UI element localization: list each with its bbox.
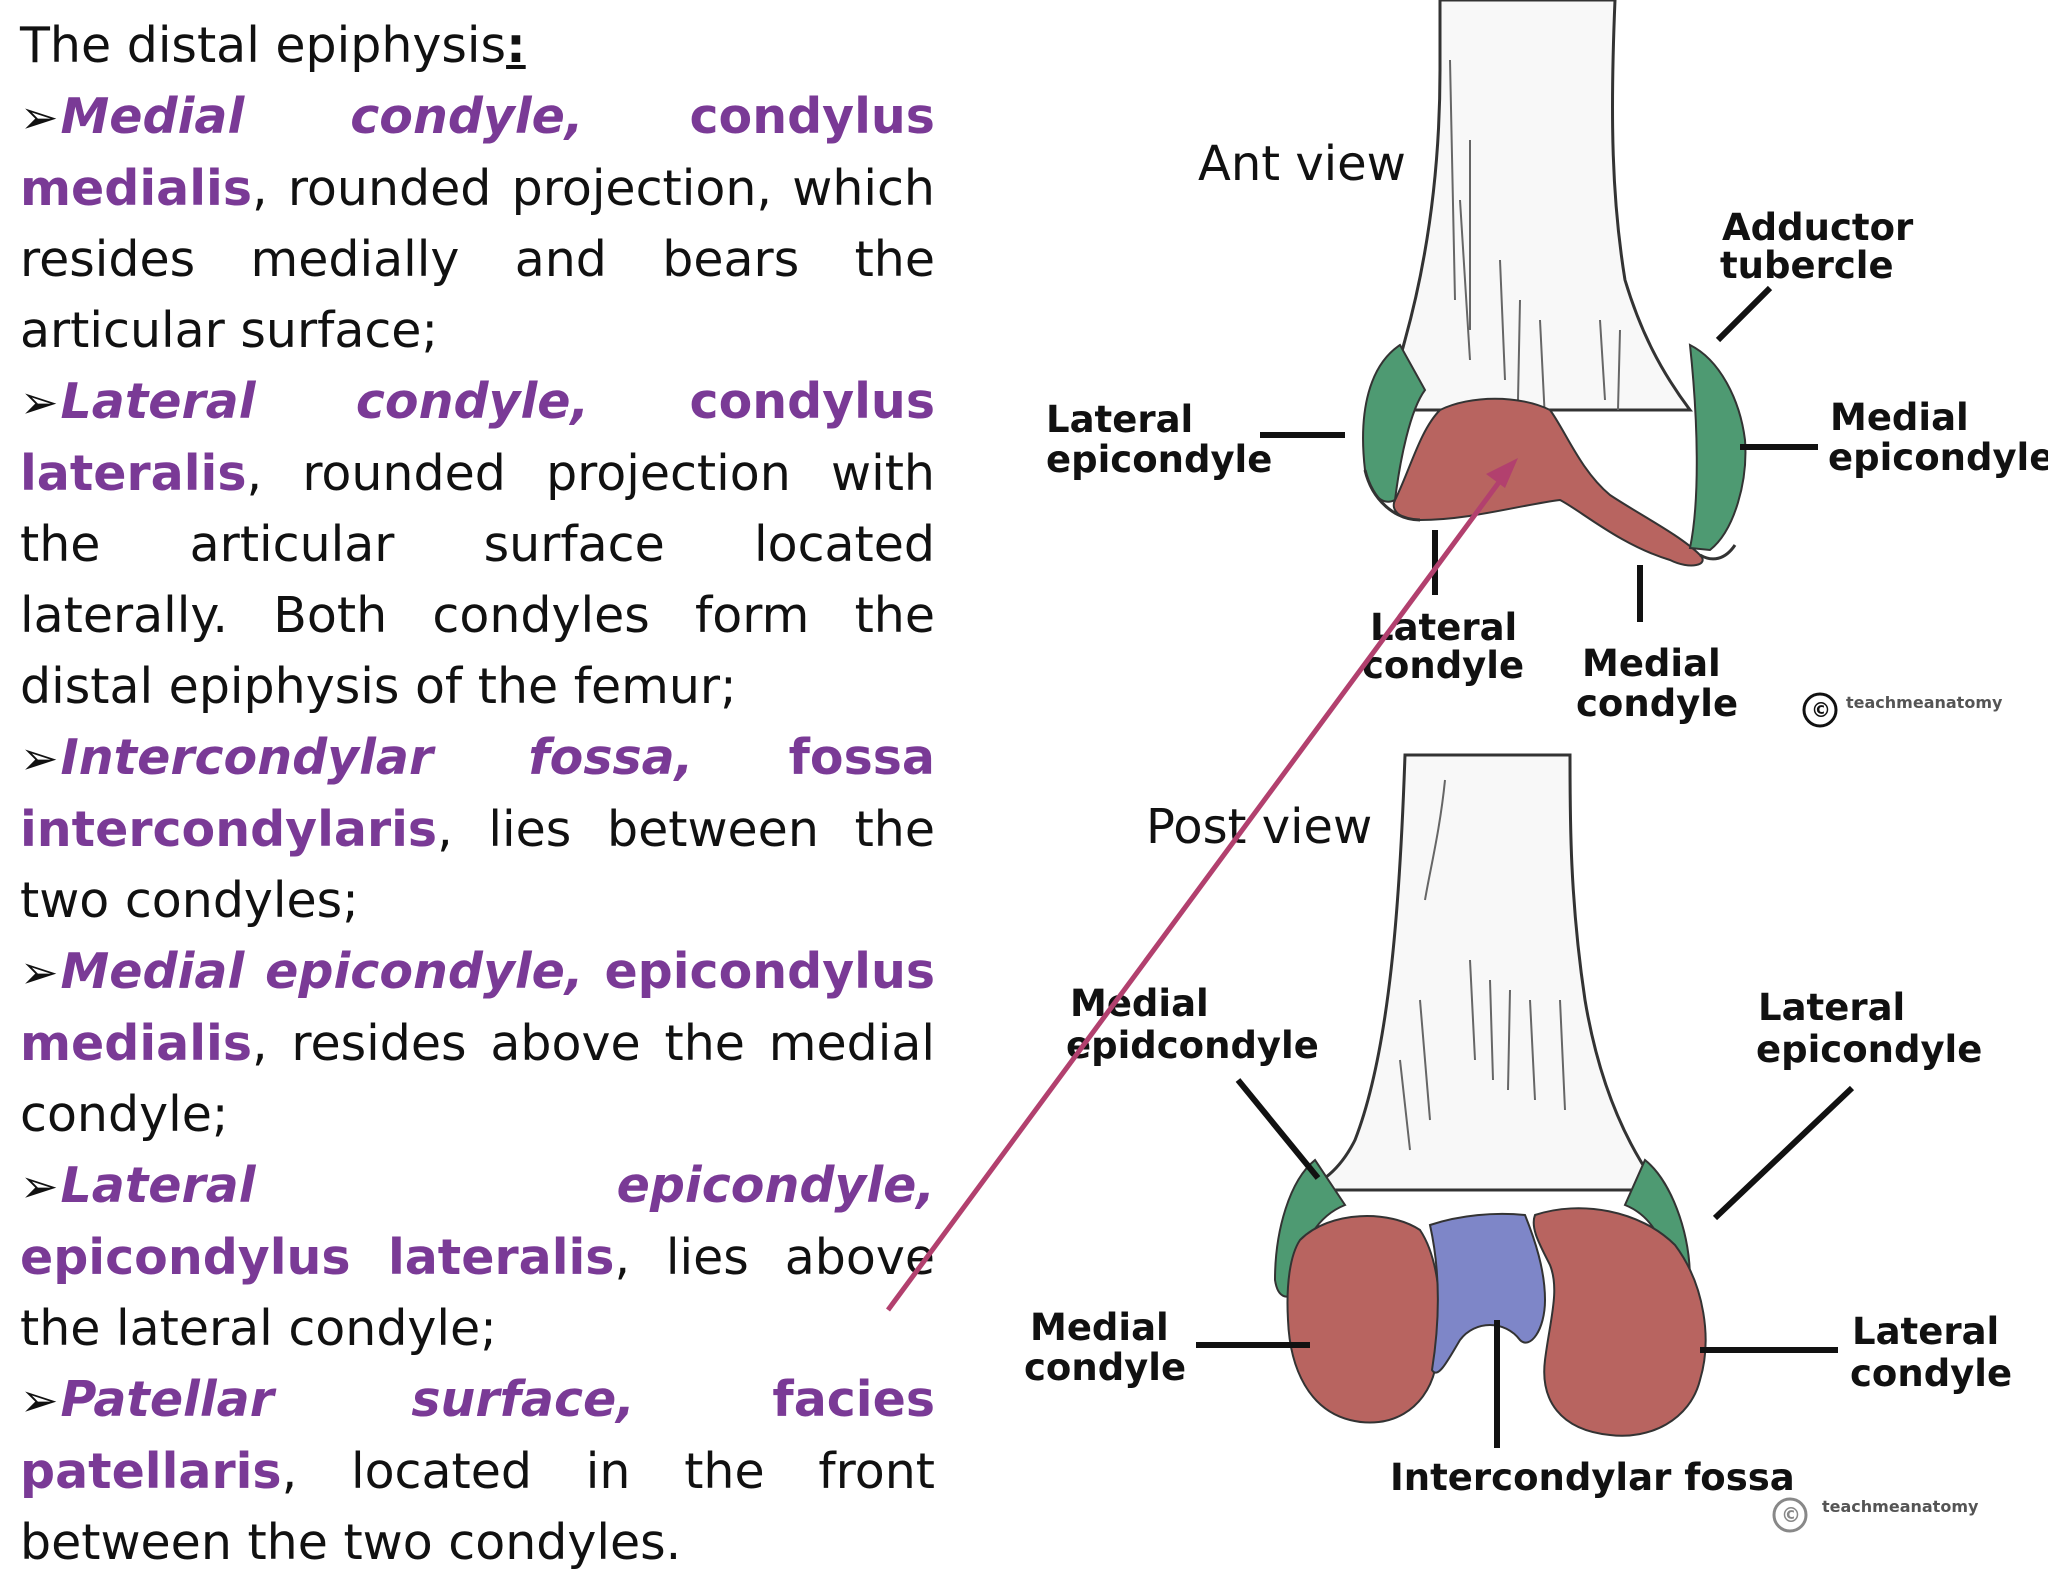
ant-medial-epicondyle xyxy=(1688,343,1747,552)
label-ant-medial-condyle-1: Medial xyxy=(1582,642,1721,685)
item-description: , lies above the lateral condyle; xyxy=(20,1229,935,1357)
label-post-lateral-condyle-2: condyle xyxy=(1850,1352,2012,1395)
label-post-lateral-epicondyle-2: epicondyle xyxy=(1756,1028,1982,1071)
arrow-bullet-icon: ➢ xyxy=(20,945,59,999)
term-latin: condylus lateralis xyxy=(20,373,935,502)
label-post-lateral-epicondyle-1: Lateral xyxy=(1758,986,1905,1029)
item-description: , rounded projection, which resides medi… xyxy=(20,160,935,359)
item-description: , rounded projection with the articular … xyxy=(20,445,935,715)
arrow-bullet-icon: ➢ xyxy=(20,1373,59,1427)
term-separator: , xyxy=(916,1157,935,1214)
copyright-icon: © xyxy=(1811,698,1831,722)
post-shaft-hatching xyxy=(1399,779,1566,1151)
term-latin-en: Medial condyle xyxy=(60,88,565,145)
label-post-medial-condyle-2: condyle xyxy=(1024,1346,1186,1389)
list-item: ➢Lateral epicondyle, epicondylus lateral… xyxy=(20,1150,935,1364)
leader-post-lateral-epicondyle xyxy=(1712,1085,1855,1221)
heading: The distal epiphysis: xyxy=(20,10,935,81)
ant-patellar-surface xyxy=(1392,397,1704,567)
arrow-bullet-icon: ➢ xyxy=(20,375,59,429)
label-post-medial-epicondyle-2: epidcondyle xyxy=(1066,1024,1319,1067)
ant-shaft xyxy=(1366,0,1693,412)
arrow-bullet-icon: ➢ xyxy=(20,90,59,144)
term-latin-en: Lateral epicondyle xyxy=(60,1157,917,1214)
term-latin: condylus medialis xyxy=(20,88,935,217)
copyright-icon: © xyxy=(1781,1503,1801,1527)
arrow-bullet-icon: ➢ xyxy=(20,1159,59,1213)
term-latin: fossa intercondylaris xyxy=(20,729,935,858)
femur-diagram: Ant view Adductor tubercle Lateral epico… xyxy=(885,0,2048,1533)
term-latin: epicondylus lateralis xyxy=(20,1229,615,1286)
anterior-femur xyxy=(1362,0,1747,567)
term-latin-en: Lateral condyle xyxy=(60,373,571,430)
watermark-bottom: © teachmeanatomy xyxy=(1772,1497,1979,1533)
leader-post-medial-epicondyle xyxy=(1235,1078,1321,1180)
heading-text: The distal epiphysis xyxy=(20,17,507,74)
pointer-arrow xyxy=(885,458,1518,1312)
label-ant-medial-epicondyle-2: epicondyle xyxy=(1828,436,2048,479)
post-lateral-condyle xyxy=(1532,1207,1707,1437)
arrowhead-icon xyxy=(1486,458,1518,488)
label-adductor-tubercle-1: Adductor xyxy=(1722,206,1914,249)
ant-view-label: Ant view xyxy=(1198,136,1406,192)
term-latin-en: Patellar surface xyxy=(60,1371,617,1428)
label-ant-lateral-condyle-2: condyle xyxy=(1362,644,1524,687)
text-column: The distal epiphysis: ➢Medial condyle, c… xyxy=(20,10,935,1578)
post-intercondylar-fossa xyxy=(1428,1212,1547,1374)
label-ant-lateral-epicondyle-1: Lateral xyxy=(1046,398,1193,441)
posterior-femur xyxy=(1273,753,1707,1437)
label-ant-medial-condyle-2: condyle xyxy=(1576,682,1738,725)
term-latin: facies patellaris xyxy=(20,1371,935,1500)
label-post-medial-condyle-1: Medial xyxy=(1030,1306,1169,1349)
leader-adductor xyxy=(1715,285,1773,343)
label-post-medial-epicondyle-1: Medial xyxy=(1070,982,1209,1025)
label-post-lateral-condyle-1: Lateral xyxy=(1852,1310,1999,1353)
arrow-bullet-icon: ➢ xyxy=(20,731,59,785)
heading-colon: : xyxy=(506,17,526,74)
list-item: ➢Medial condyle, condylus medialis, roun… xyxy=(20,81,935,366)
term-separator: , xyxy=(564,88,690,145)
term-latin-en: Medial epicondyle xyxy=(60,943,565,1000)
ant-shaft-hatching xyxy=(1449,59,1621,421)
term-separator: , xyxy=(570,373,690,430)
label-adductor-tubercle-2: tubercle xyxy=(1720,244,1894,287)
term-separator: , xyxy=(674,729,789,786)
term-separator: , xyxy=(564,943,605,1000)
ant-outline-bottom xyxy=(1363,469,1737,561)
term-separator: , xyxy=(616,1371,773,1428)
list-item: ➢Lateral condyle, condylus lateralis, ro… xyxy=(20,366,935,722)
label-ant-lateral-epicondyle-2: epicondyle xyxy=(1046,438,1272,481)
term-latin: epicondylus medialis xyxy=(20,943,935,1072)
list-item: ➢Patellar surface, facies patellaris, lo… xyxy=(20,1364,935,1578)
term-latin-en: Intercondylar fossa xyxy=(60,729,675,786)
post-medial-condyle xyxy=(1286,1215,1441,1424)
list-item: ➢Medial epicondyle, epicondylus medialis… xyxy=(20,936,935,1150)
item-description: , resides above the medial condyle; xyxy=(20,1015,935,1143)
watermark-text-bottom: teachmeanatomy xyxy=(1822,1497,1979,1516)
watermark-text-top: teachmeanatomy xyxy=(1846,693,2003,712)
list-item: ➢Intercondylar fossa, fossa intercondyla… xyxy=(20,722,935,936)
label-post-intercondylar-fossa: Intercondylar fossa xyxy=(1390,1456,1795,1499)
item-description: , lies between the two condyles; xyxy=(20,801,935,929)
watermark-top: © teachmeanatomy xyxy=(1802,692,2003,728)
label-ant-medial-epicondyle-1: Medial xyxy=(1830,396,1969,439)
